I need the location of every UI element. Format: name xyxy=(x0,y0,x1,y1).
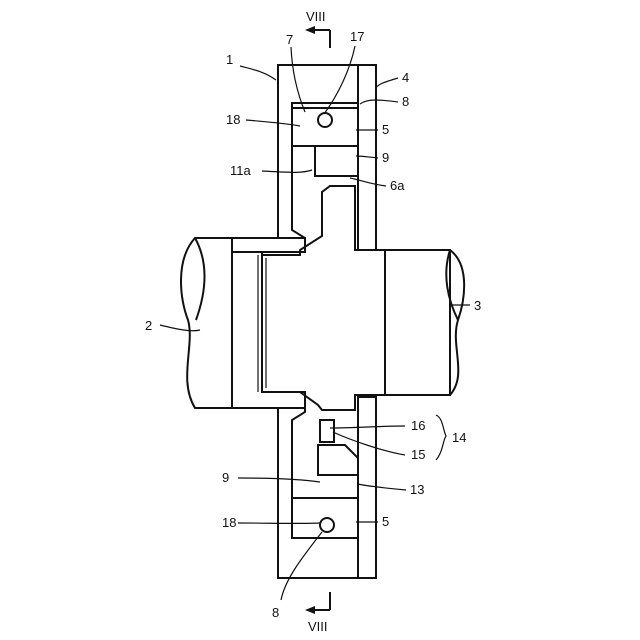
label-11a: 11a xyxy=(230,163,251,178)
label-15: 15 xyxy=(411,447,425,462)
label-13: 13 xyxy=(410,482,424,497)
label-7: 7 xyxy=(286,32,293,47)
shaft-left xyxy=(181,238,232,408)
reference-labels: 1 7 17 4 8 18 5 9 11a 6a 2 3 16 14 15 9 … xyxy=(145,29,481,620)
block-5-top xyxy=(292,108,358,146)
label-4: 4 xyxy=(402,70,409,85)
housing-right-wall xyxy=(358,65,376,578)
label-1: 1 xyxy=(226,52,233,67)
housing-left-wall xyxy=(232,65,358,578)
label-3: 3 xyxy=(474,298,481,313)
label-18-bottom: 18 xyxy=(222,515,236,530)
leader-lines xyxy=(160,46,470,600)
label-9-top: 9 xyxy=(382,150,389,165)
bore-18-bottom xyxy=(320,518,334,532)
bore-17-top xyxy=(318,113,332,127)
shaft-right xyxy=(385,250,464,395)
label-8-top: 8 xyxy=(402,94,409,109)
block-9-top xyxy=(315,146,358,176)
label-8-bottom: 8 xyxy=(272,605,279,620)
label-14: 14 xyxy=(452,430,466,445)
section-label-bottom: VIII xyxy=(308,619,328,634)
label-18-top: 18 xyxy=(226,112,240,127)
label-16: 16 xyxy=(411,418,425,433)
section-marker-top: VIII xyxy=(305,9,330,48)
label-2: 2 xyxy=(145,318,152,333)
label-17: 17 xyxy=(350,29,364,44)
section-marker-bottom: VIII xyxy=(305,592,330,634)
label-9-bottom: 9 xyxy=(222,470,229,485)
block-5-bottom xyxy=(292,498,358,538)
label-6a: 6a xyxy=(390,178,405,193)
hub-left xyxy=(232,238,305,408)
label-5-top: 5 xyxy=(382,122,389,137)
section-label-top: VIII xyxy=(306,9,326,24)
label-5-bottom: 5 xyxy=(382,514,389,529)
